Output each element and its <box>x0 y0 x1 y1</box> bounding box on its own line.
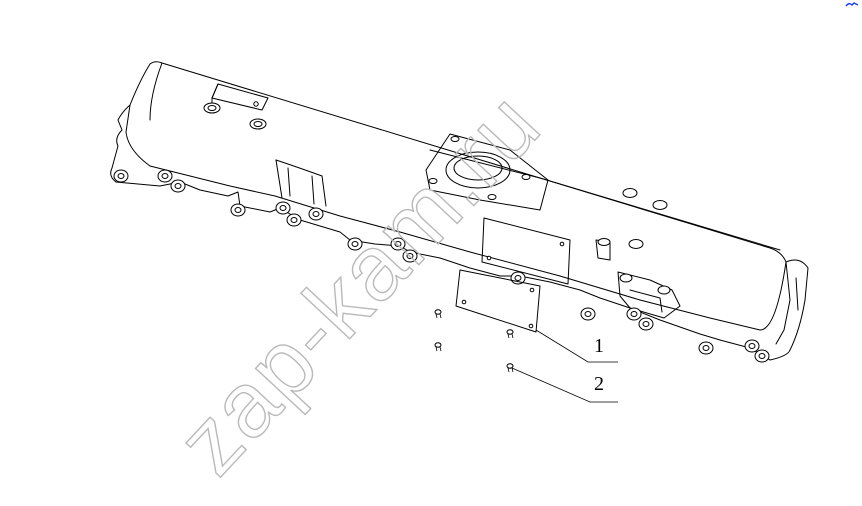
watermark-text: zap-kam.ru <box>158 73 560 494</box>
cover-plate-seat <box>481 217 571 285</box>
bolt <box>434 309 442 319</box>
exhaust-manifold <box>110 61 809 363</box>
bolt <box>506 363 514 373</box>
corner-mark-icon <box>845 2 859 7</box>
callout-2: 2 <box>511 367 618 403</box>
bolt <box>506 329 514 339</box>
bolt <box>434 342 442 352</box>
bolts-part-2 <box>434 309 514 373</box>
mounting-holes <box>113 169 770 363</box>
callout-1-label: 1 <box>594 335 604 357</box>
callout-1: 1 <box>535 329 618 363</box>
callout-2-label: 2 <box>594 373 604 395</box>
cover-plate-part-1 <box>455 269 541 333</box>
